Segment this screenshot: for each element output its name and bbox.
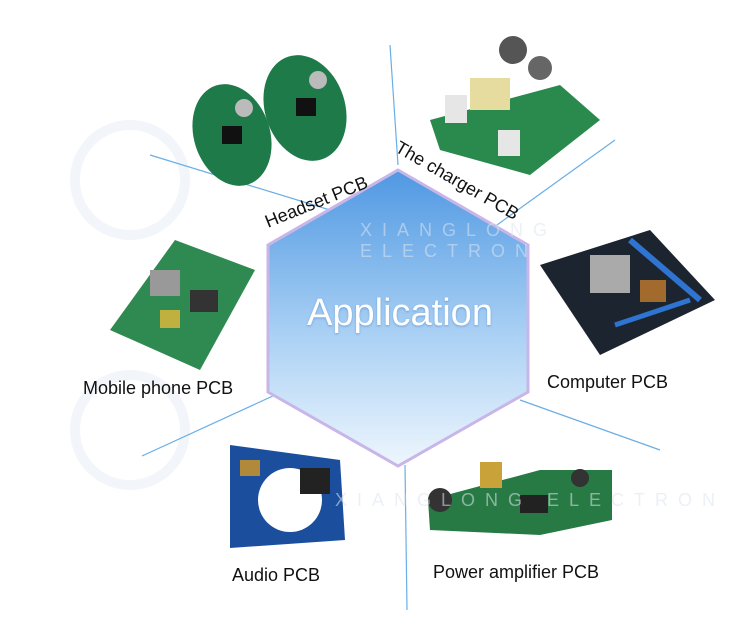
spoke-audio (404, 464, 408, 611)
spoke-computer (489, 139, 616, 231)
computer-pcb-image (540, 230, 715, 355)
center-title: Application (307, 292, 493, 334)
label-mobile-pcb: Mobile phone PCB (83, 378, 234, 398)
label-amplifier-pcb: Power amplifier PCB (433, 562, 600, 582)
audio-pcb-image (230, 445, 345, 548)
mobile-pcb-image (110, 240, 255, 370)
label-audio-pcb: Audio PCB (232, 565, 321, 585)
spoke-mobile (141, 394, 276, 457)
label-computer-pcb: Computer PCB (547, 372, 669, 392)
watermark-text-bottom: XIANGLONG ELECTRON (335, 490, 726, 510)
spoke-charger (389, 44, 399, 166)
charger-pcb-image (430, 36, 600, 175)
headset-pcb-image (192, 55, 347, 186)
watermark-text-top: XIANGLONG ELECTRON (360, 220, 558, 261)
watermark-logo-top (70, 120, 190, 490)
spoke-amplifier (519, 399, 661, 451)
center-hexagon (266, 168, 530, 468)
amplifier-pcb-image (428, 462, 612, 535)
